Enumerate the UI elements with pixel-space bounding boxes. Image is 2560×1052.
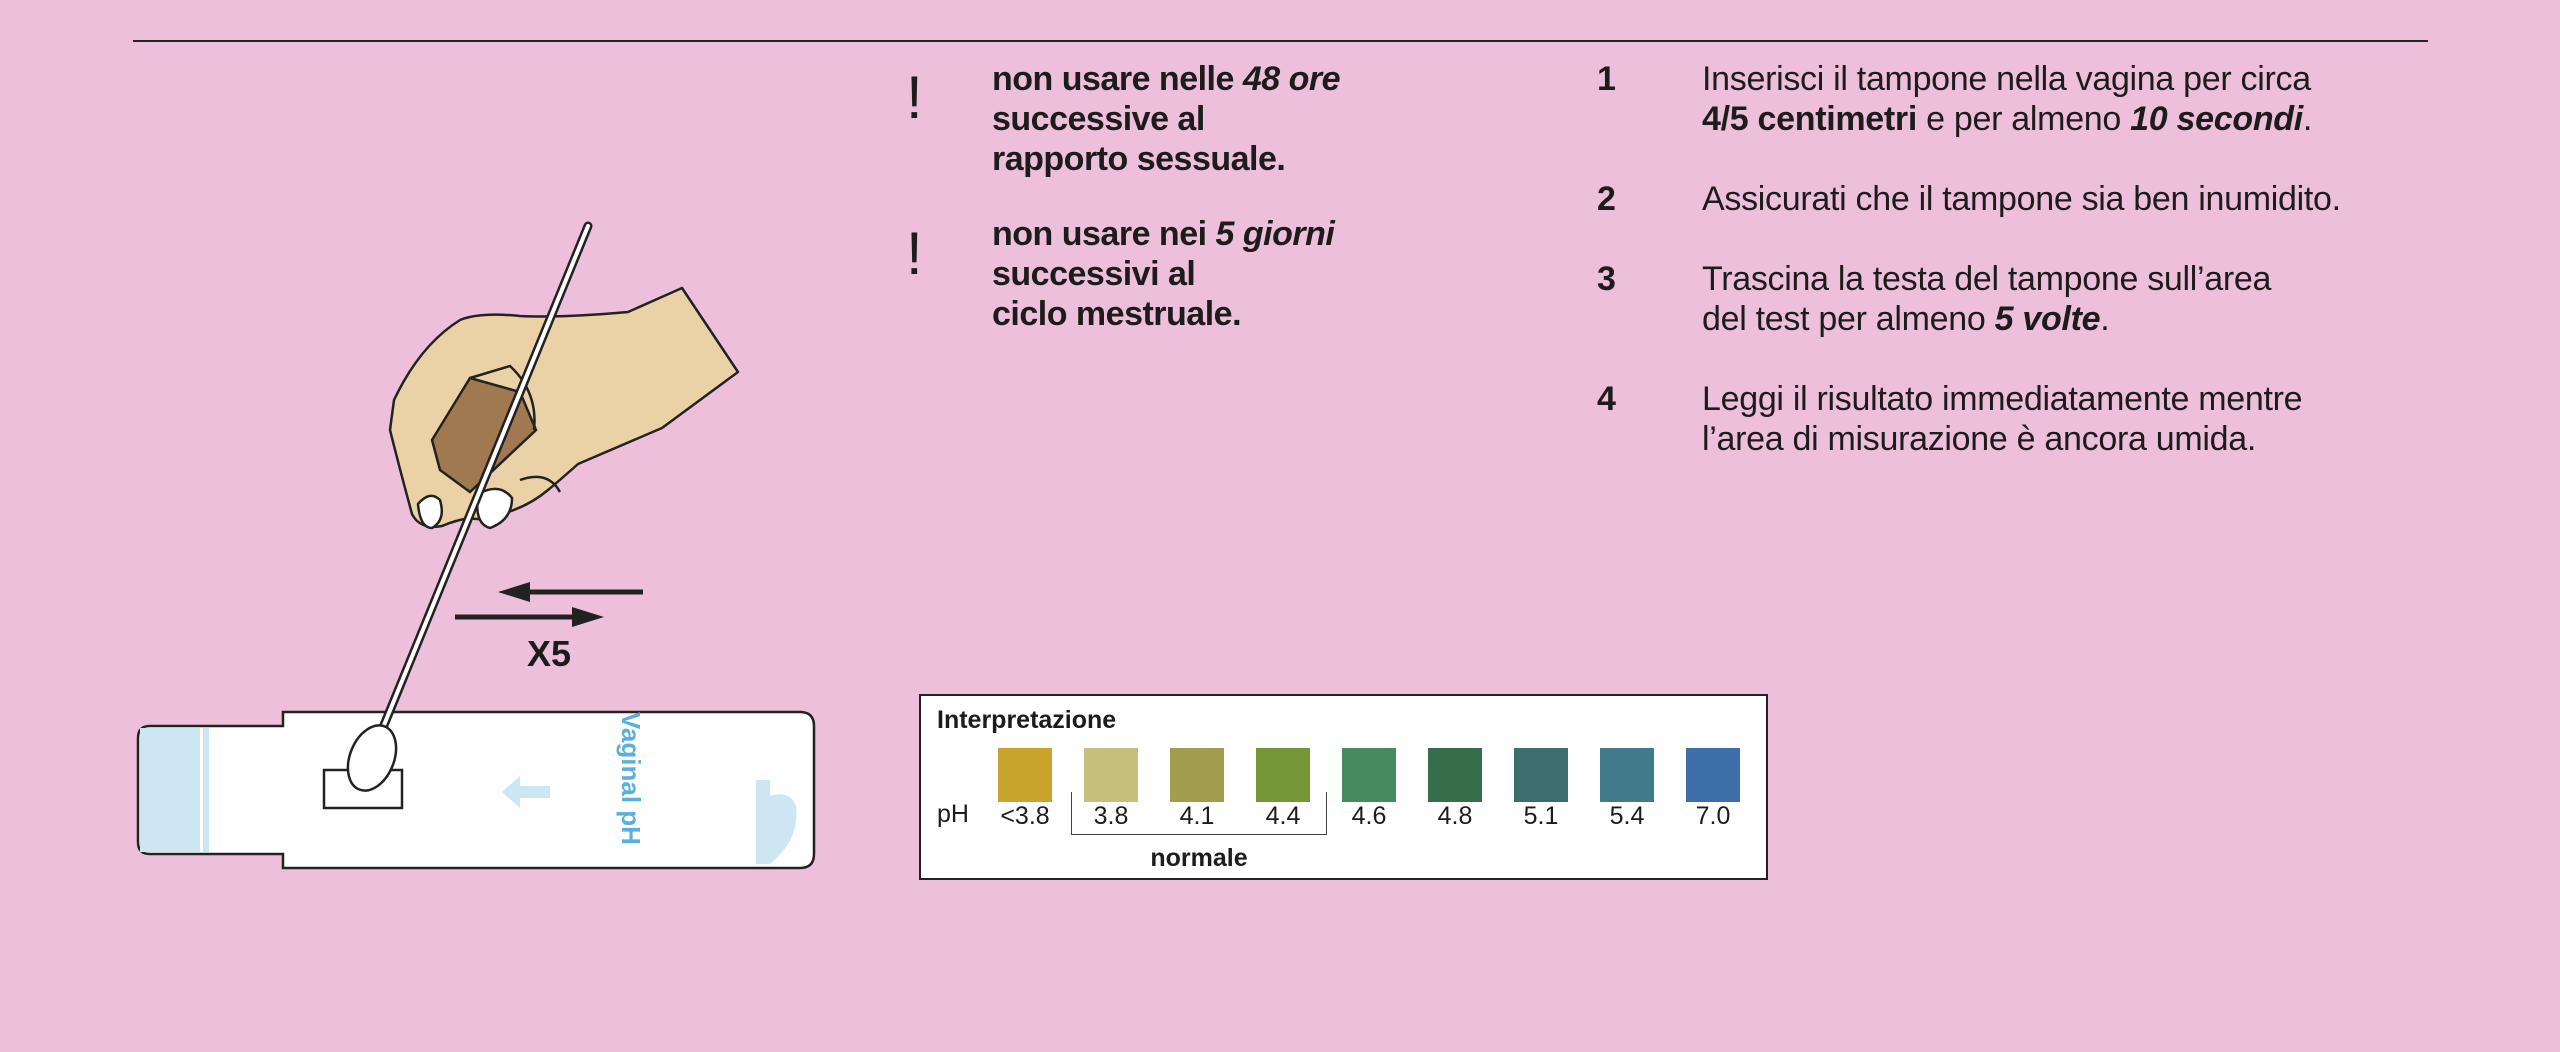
warning-icon: ! bbox=[906, 64, 923, 131]
text-line: Leggi il risultato immediatamente mentre bbox=[1702, 379, 2303, 419]
repeat-count-label: X5 bbox=[527, 633, 572, 674]
text-run: del test per almeno bbox=[1702, 300, 1995, 338]
step-text: Leggi il risultato immediatamente mentre… bbox=[1702, 379, 2303, 459]
ph-value-label: <3.8 bbox=[1000, 802, 1050, 830]
text-line: del test per almeno 5 volte. bbox=[1702, 299, 2271, 339]
normal-range-bracket bbox=[1071, 792, 1327, 835]
ph-color-swatch bbox=[1600, 748, 1654, 802]
text-line: non usare nei 5 giorni bbox=[992, 214, 1335, 254]
step-number: 1 bbox=[1597, 60, 1616, 98]
text-run: Inserisci il tampone nella vagina per ci… bbox=[1702, 60, 2311, 98]
ph-interpretation-table: Interpretazione pH <3.8 3.8 4.1 4.4 4.6 4.8 5.… bbox=[919, 694, 1768, 880]
ph-table-title: Interpretazione bbox=[937, 706, 1117, 734]
ph-color-swatch bbox=[1428, 748, 1482, 802]
text-run: 5 giorni bbox=[1215, 215, 1335, 253]
text-line: non usare nelle 48 ore bbox=[992, 59, 1341, 99]
warning-icon: ! bbox=[906, 220, 923, 287]
ph-row-label: pH bbox=[937, 800, 969, 828]
step-number: 2 bbox=[1597, 180, 1616, 218]
ph-color-swatch bbox=[1686, 748, 1740, 802]
text-run: 48 ore bbox=[1242, 60, 1341, 98]
swab bbox=[346, 221, 593, 792]
text-line: Assicurati che il tampone sia ben inumid… bbox=[1702, 179, 2341, 219]
ph-value-label: 5.1 bbox=[1523, 802, 1559, 830]
step-text: Assicurati che il tampone sia ben inumid… bbox=[1702, 179, 2341, 219]
text-line: successivi al bbox=[992, 254, 1334, 294]
text-run: successivi al bbox=[992, 255, 1196, 293]
motion-arrows bbox=[455, 582, 643, 627]
text-run: successive al bbox=[992, 100, 1205, 138]
swab-illustration bbox=[136, 221, 816, 870]
ph-color-swatch bbox=[1084, 748, 1138, 802]
text-run: 4/5 centimetri bbox=[1702, 100, 1918, 138]
text-line: rapporto sessuale. bbox=[992, 139, 1340, 179]
ph-value-label: 4.4 bbox=[1265, 802, 1301, 830]
text-line: ciclo mestruale. bbox=[992, 294, 1334, 334]
text-run: Assicurati che il tampone sia ben inumid… bbox=[1702, 180, 2341, 218]
ph-value-label: 4.8 bbox=[1437, 802, 1473, 830]
text-run: Leggi il risultato immediatamente mentre bbox=[1702, 380, 2303, 418]
ph-value-label: 4.1 bbox=[1179, 802, 1215, 830]
ph-color-swatch bbox=[1170, 748, 1224, 802]
step-text: Inserisci il tampone nella vagina per ci… bbox=[1702, 59, 2312, 139]
text-run: . bbox=[2100, 300, 2110, 338]
ph-value-label: 4.6 bbox=[1351, 802, 1387, 830]
ph-color-swatch bbox=[1256, 748, 1310, 802]
ph-value-label: 7.0 bbox=[1695, 802, 1731, 830]
ph-color-swatch bbox=[1514, 748, 1568, 802]
test-strip bbox=[136, 710, 816, 870]
text-run: l’area di misurazione è ancora umida. bbox=[1702, 420, 2256, 458]
text-run: rapporto sessuale. bbox=[992, 140, 1286, 178]
ph-color-swatch bbox=[998, 748, 1052, 802]
text-run: ciclo mestruale. bbox=[992, 295, 1242, 333]
ph-color-swatch bbox=[1342, 748, 1396, 802]
text-line: Trascina la testa del tampone sull’area bbox=[1702, 259, 2271, 299]
ph-value-label: 3.8 bbox=[1093, 802, 1129, 830]
text-run: Trascina la testa del tampone sull’area bbox=[1702, 260, 2272, 298]
text-run: non usare nelle bbox=[992, 60, 1243, 98]
top-rule bbox=[133, 40, 2428, 42]
text-run: non usare nei bbox=[992, 215, 1216, 253]
text-run: 5 volte bbox=[1994, 300, 2101, 338]
text-run: . bbox=[2302, 100, 2313, 138]
step-number: 3 bbox=[1597, 260, 1616, 298]
text-line: Inserisci il tampone nella vagina per ci… bbox=[1702, 59, 2312, 99]
text-line: 4/5 centimetri e per almeno 10 secondi. bbox=[1702, 99, 2312, 139]
text-line: l’area di misurazione è ancora umida. bbox=[1702, 419, 2302, 459]
step-number: 4 bbox=[1597, 380, 1616, 418]
hand bbox=[388, 286, 740, 530]
text-line: successive al bbox=[992, 99, 1340, 139]
strip-brand-label: Vaginal pH bbox=[616, 712, 646, 845]
text-run: 10 secondi bbox=[2130, 100, 2303, 138]
arrow-left-icon bbox=[502, 776, 550, 808]
text-run: e per almeno bbox=[1917, 100, 2131, 138]
normal-range-label: normale bbox=[1150, 844, 1248, 872]
ph-value-label: 5.4 bbox=[1609, 802, 1645, 830]
